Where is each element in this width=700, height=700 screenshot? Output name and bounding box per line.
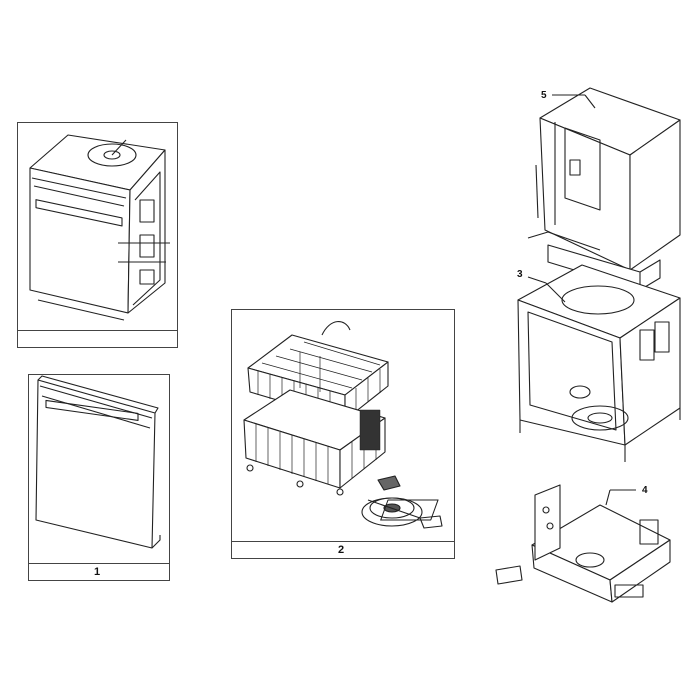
callout-4-label: 4 <box>642 485 648 496</box>
racks-drawing <box>243 321 443 529</box>
panel-racks-label: 2 <box>338 544 345 556</box>
callout-5-label: 5 <box>541 90 547 101</box>
panel-assembled-dishwasher-footer-line <box>17 330 178 331</box>
door-drawing <box>35 375 161 549</box>
assembled-dishwasher-drawing <box>29 134 170 321</box>
panel-door-footer-line <box>28 563 170 564</box>
cabinet-shell-drawing <box>527 87 681 291</box>
panel-racks-footer-line <box>231 541 455 542</box>
panel-door-label: 1 <box>94 566 101 578</box>
tub-drawing <box>517 264 681 462</box>
callout-3-label: 3 <box>517 269 523 280</box>
base-assembly-drawing <box>380 484 671 603</box>
